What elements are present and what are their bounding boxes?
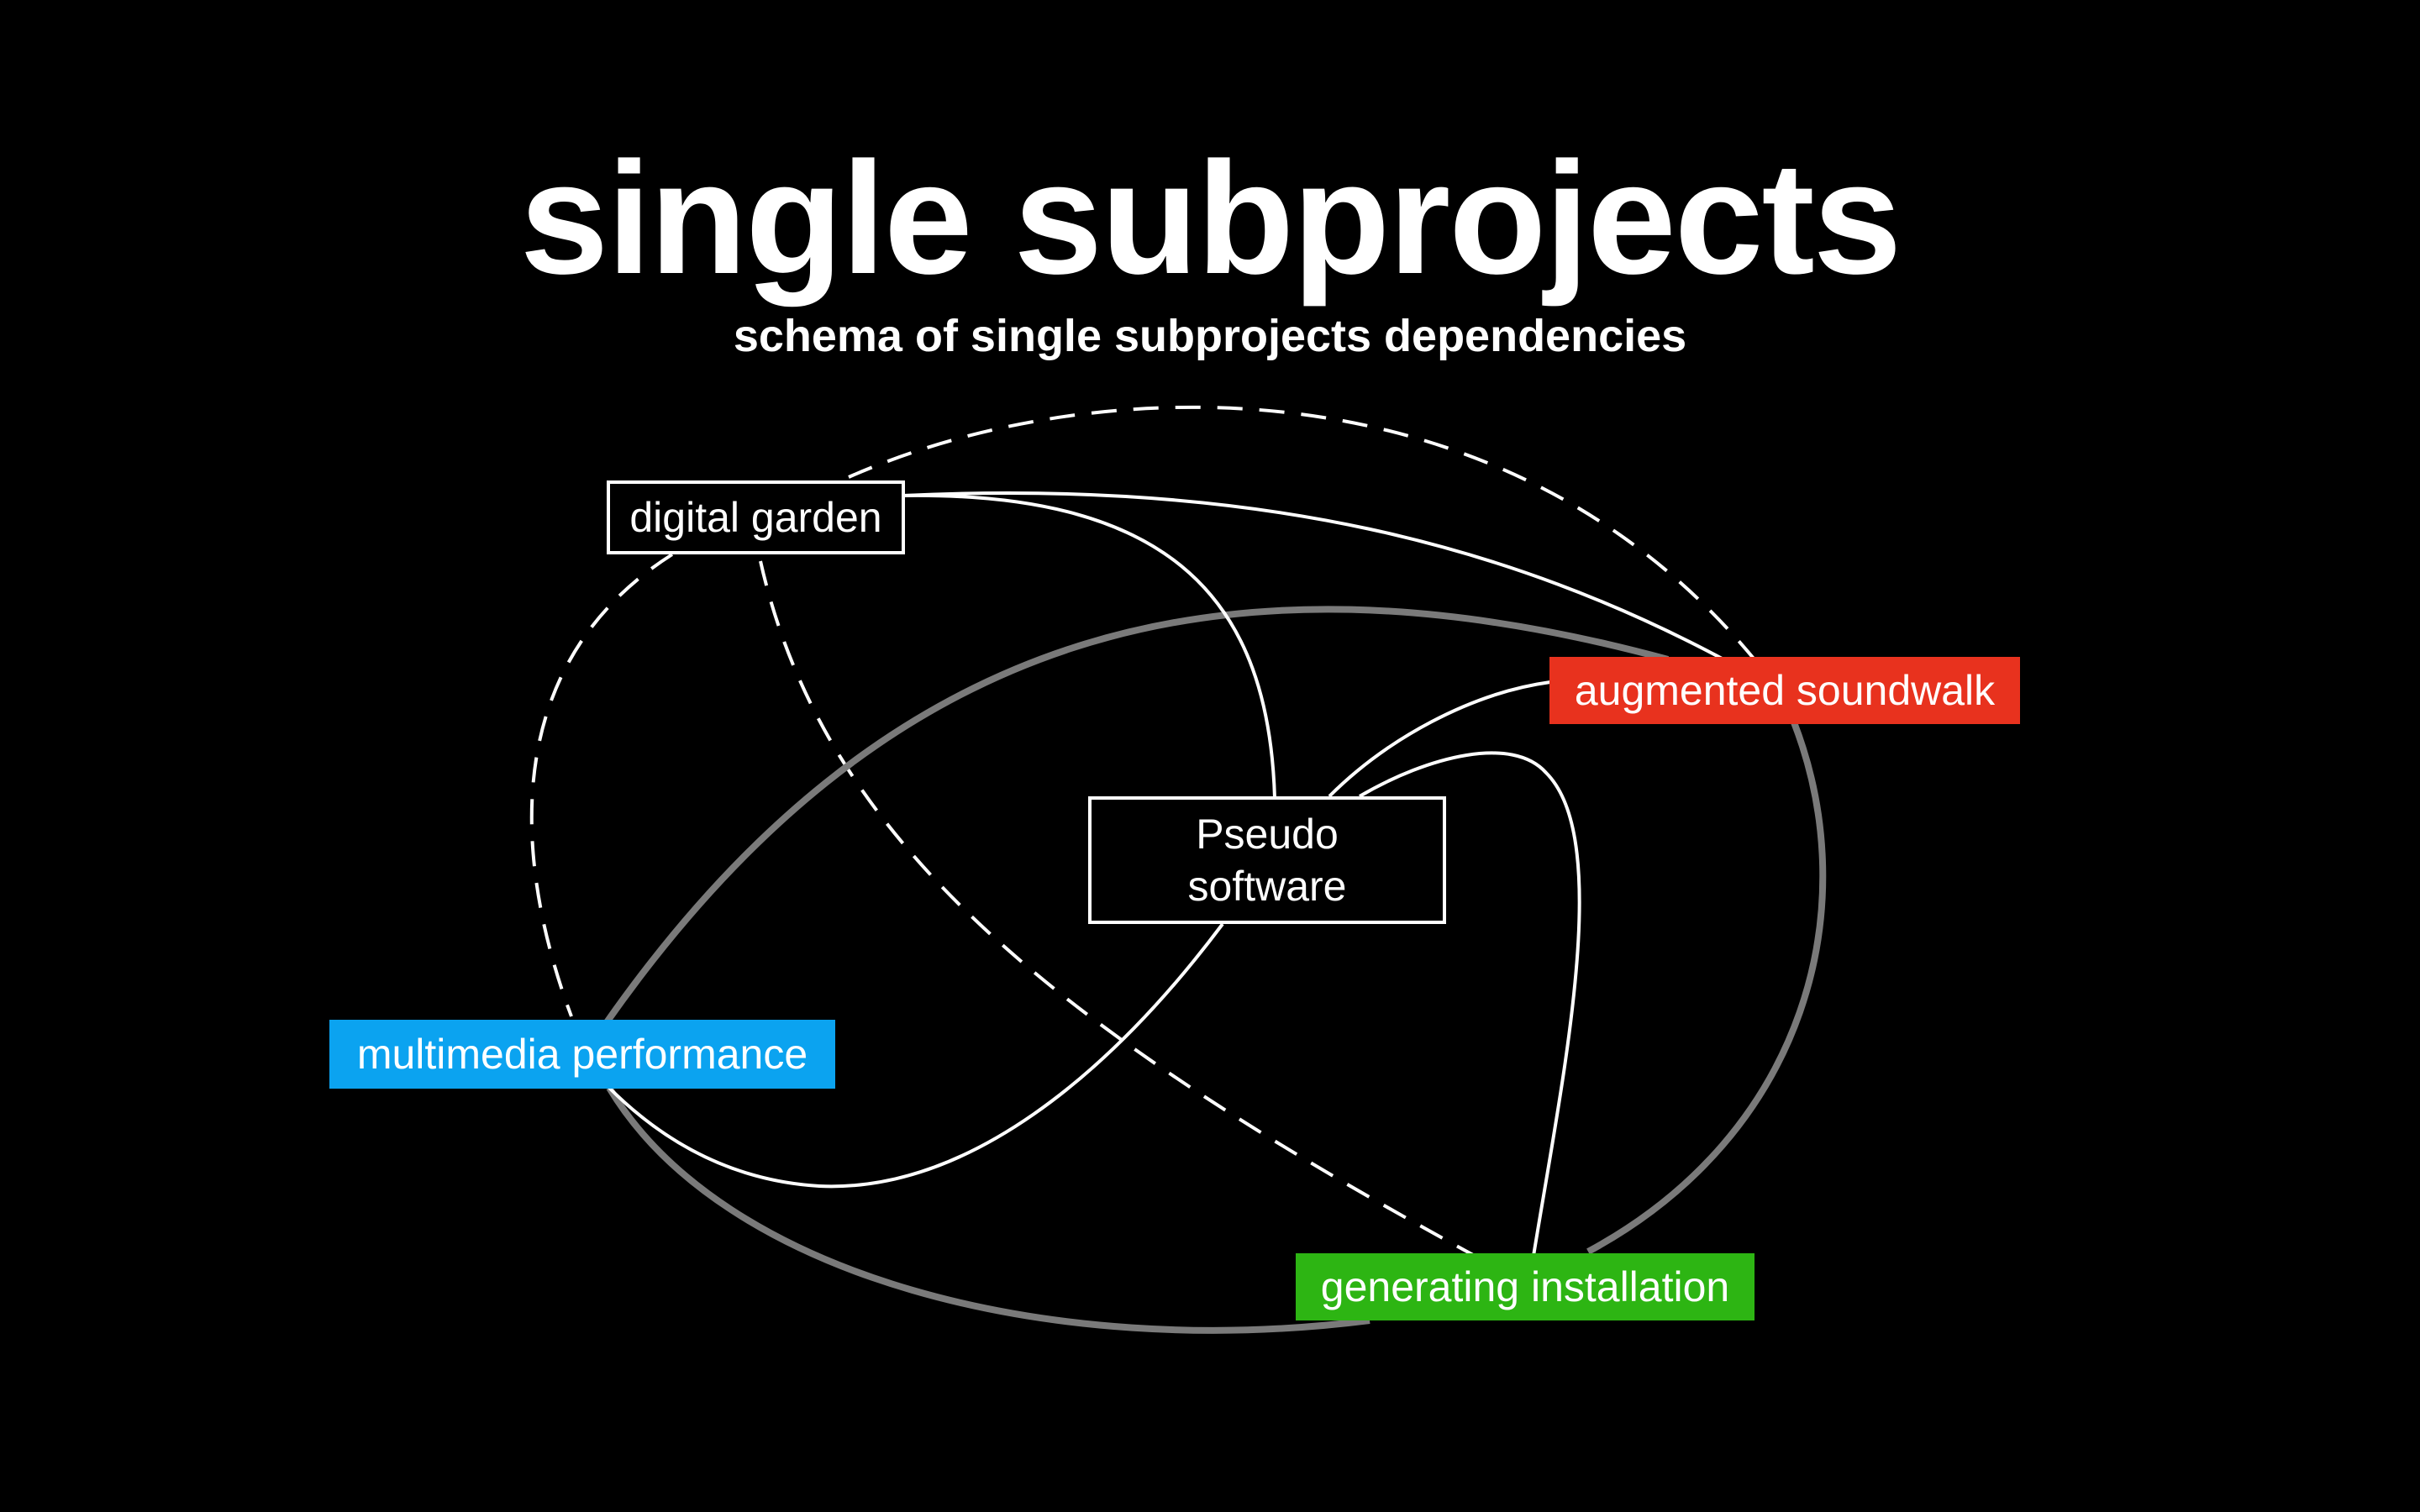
node-multimedia-performance-label: multimedia performance — [356, 1031, 808, 1078]
node-augmented-soundwalk: augmented soundwalk — [1549, 657, 2020, 724]
node-generating-installation-label: generating installation — [1320, 1263, 1730, 1310]
edge-digital-garden-augmented-soundwalk — [902, 491, 1728, 663]
slide-subtitle: schema of single subprojects dependencie… — [733, 311, 1687, 361]
edge-digital-garden-augmented-soundwalk-dashed — [848, 405, 1766, 674]
edge-augmented-soundwalk-generating-installation — [1586, 721, 1827, 1255]
node-augmented-soundwalk-label: augmented soundwalk — [1574, 667, 1996, 714]
node-digital-garden-label: digital garden — [629, 494, 882, 541]
edge-pseudo-software-multimedia-performance — [608, 922, 1224, 1189]
edge-multimedia-performance-augmented-soundwalk — [603, 606, 1670, 1025]
slide-title: single subprojects — [519, 129, 1902, 307]
node-digital-garden: digital garden — [607, 480, 905, 554]
edge-multimedia-performance-generating-installation — [606, 1085, 1370, 1334]
edge-pseudo-software-generating-installation — [1358, 751, 1581, 1257]
node-multimedia-performance: multimedia performance — [329, 1020, 835, 1089]
edge-digital-garden-multimedia-performance-dashed — [529, 553, 674, 1017]
edge-digital-garden-pseudo-software — [902, 493, 1276, 799]
node-generating-installation: generating installation — [1296, 1253, 1754, 1320]
node-pseudo-software: Pseudo software — [1088, 796, 1446, 924]
edge-digital-garden-generating-installation-dashed — [759, 560, 1476, 1257]
edge-pseudo-software-augmented-soundwalk — [1328, 680, 1551, 798]
node-pseudo-software-line2: software — [1187, 863, 1347, 910]
node-pseudo-software-line1: Pseudo — [1196, 811, 1339, 858]
